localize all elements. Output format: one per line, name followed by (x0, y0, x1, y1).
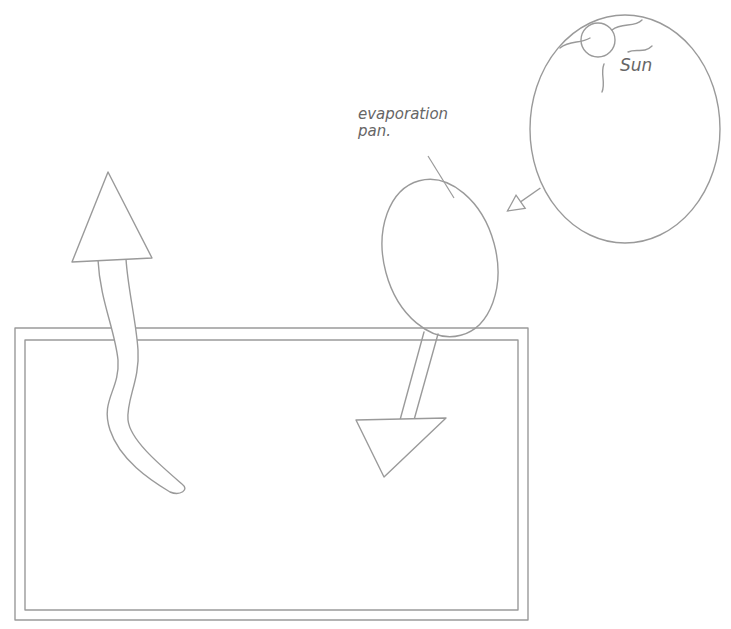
outline (356, 106, 518, 346)
container-outer-wall (15, 328, 528, 620)
evaporation-pan: evaporation pan. (356, 106, 518, 346)
energy-arrow (507, 188, 540, 211)
falling-water-arrow-shaft (400, 332, 438, 420)
sun-scribble (560, 20, 652, 92)
leader-line (428, 156, 454, 198)
node-label: evaporation pan. (358, 106, 483, 141)
node-label: Sun (620, 56, 652, 76)
outline-ellipse (530, 15, 720, 243)
outline (528, 12, 723, 247)
sun-circle: Sun (528, 12, 723, 247)
rising-vapour-arrow-head (72, 172, 152, 262)
rising-vapour-arrow-shaft (98, 259, 185, 493)
container-inner-wall (25, 340, 518, 610)
outline-ellipse (365, 166, 515, 350)
falling-water-arrow-head (356, 418, 446, 477)
